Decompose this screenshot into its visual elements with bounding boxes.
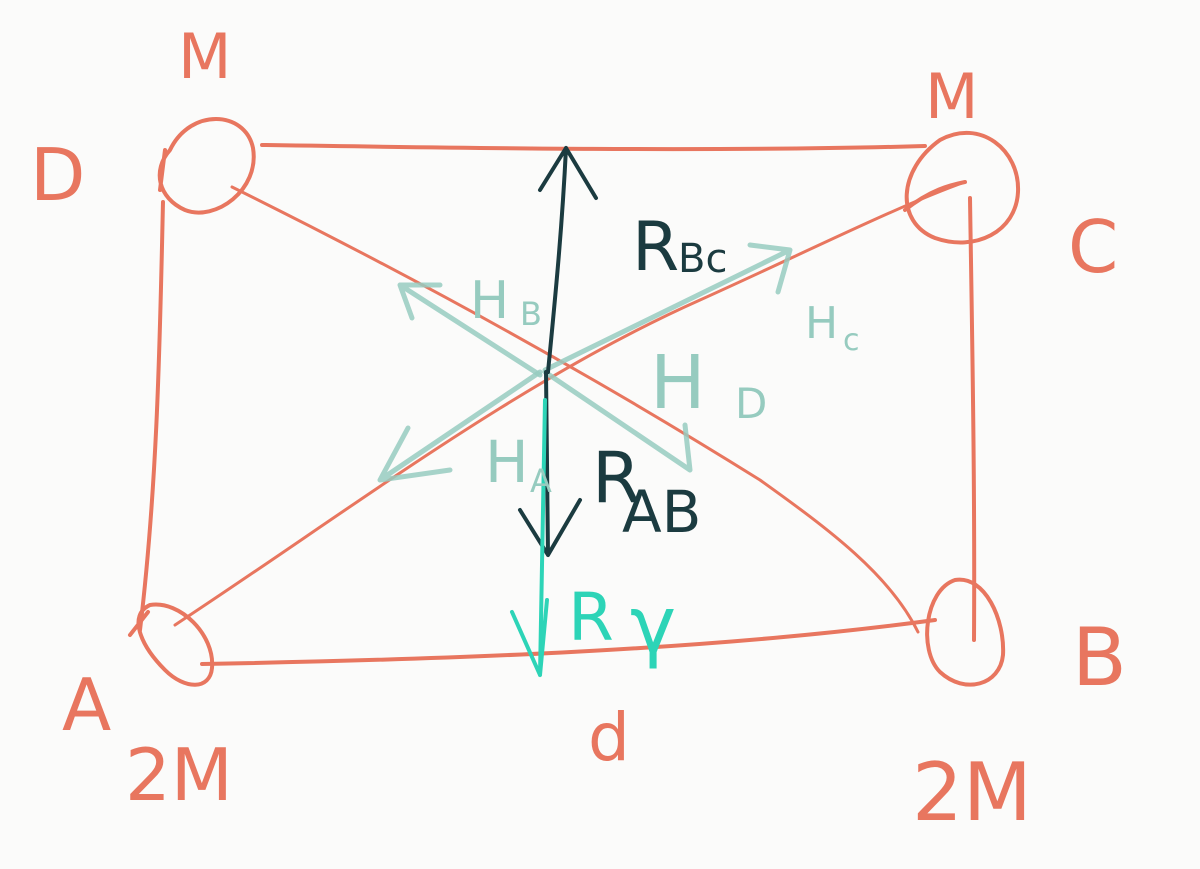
label-h-c-sub: c xyxy=(843,323,860,358)
label-h-d-main: H xyxy=(650,340,706,426)
mass-value-a: 2M xyxy=(125,733,233,817)
rectangle-outline xyxy=(138,143,977,666)
label-r-bc-sub: Bc xyxy=(678,236,727,282)
label-b: B xyxy=(1072,611,1127,704)
label-r-bc-main: R xyxy=(632,208,679,287)
mass-b xyxy=(925,577,1006,687)
label-h-b-sub: B xyxy=(520,295,542,333)
mass-c xyxy=(903,130,1021,245)
label-h-b-main: H xyxy=(470,271,509,331)
mass-value-d: M xyxy=(178,20,232,93)
label-h-c: H c xyxy=(805,298,860,358)
label-h-b: H B xyxy=(470,271,542,333)
label-c: C xyxy=(1068,205,1118,289)
mass-d-circle xyxy=(157,117,256,215)
diagonals xyxy=(173,180,967,634)
side-length-label: d xyxy=(588,699,630,776)
label-r-ab: R AB xyxy=(592,437,701,546)
label-h-d: H D xyxy=(650,340,767,428)
diagonal-d-to-b xyxy=(230,185,920,634)
edge-left xyxy=(138,200,165,632)
net-arrow xyxy=(510,398,549,677)
h-a-arrow xyxy=(377,369,543,483)
field-arrows xyxy=(377,242,793,483)
r-bc-arrow xyxy=(538,146,598,374)
label-h-a: H A xyxy=(485,428,552,500)
mass-a xyxy=(128,602,215,687)
label-d: D xyxy=(30,133,85,217)
label-r-ab-sub: AB xyxy=(622,478,701,546)
h-b-arrow xyxy=(397,282,543,378)
label-r-net: R γ xyxy=(568,579,676,671)
label-r-ab-main: R xyxy=(592,437,641,519)
diagonal-a-to-c xyxy=(173,180,967,627)
h-d-arrow xyxy=(542,369,693,473)
h-c-arrow xyxy=(542,242,793,373)
label-r-net-tail: γ xyxy=(630,581,676,671)
label-h-d-sub: D xyxy=(735,379,767,428)
edge-bottom xyxy=(200,618,937,666)
mass-value-c: M xyxy=(925,60,979,133)
label-h-c-main: H xyxy=(805,298,838,349)
edge-top xyxy=(260,143,927,152)
edge-right xyxy=(968,196,977,642)
mass-a-circle xyxy=(128,602,215,687)
label-r-net-main: R xyxy=(568,579,614,656)
label-r-bc: R Bc xyxy=(632,208,727,287)
mass-c-circle xyxy=(903,130,1021,245)
mass-b-circle xyxy=(925,577,1006,687)
label-h-a-main: H xyxy=(485,428,529,496)
label-a: A xyxy=(62,663,111,747)
mass-d xyxy=(157,117,256,215)
label-h-a-sub: A xyxy=(530,462,552,500)
mass-value-b: 2M xyxy=(912,746,1032,839)
net-resultant xyxy=(510,398,549,677)
